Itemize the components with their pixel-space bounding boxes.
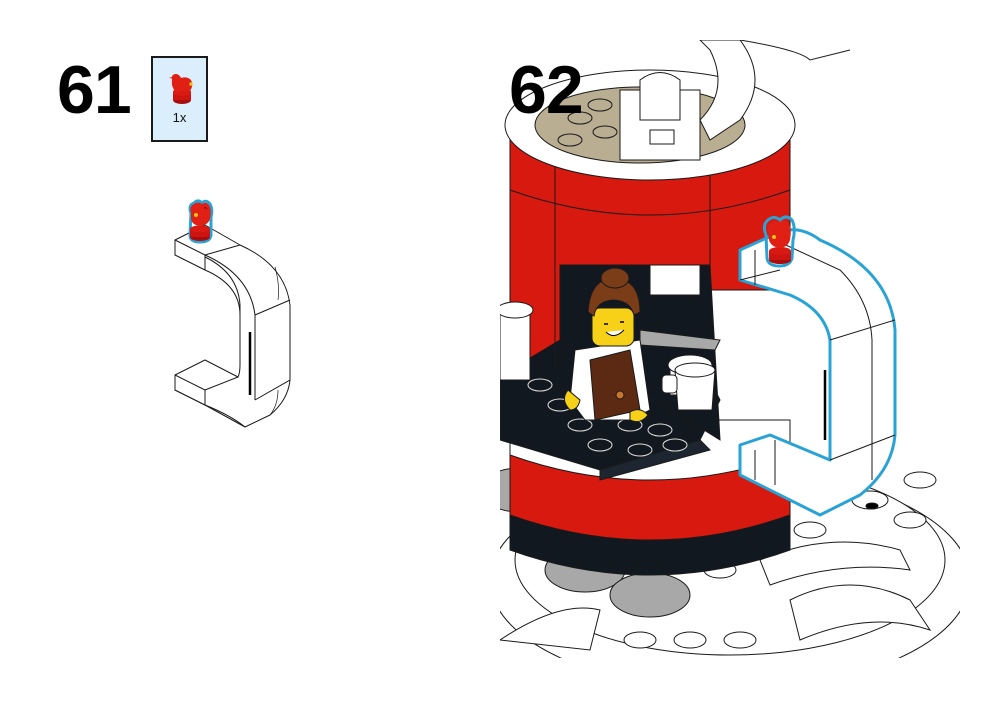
parts-list-callout: 1x xyxy=(151,56,208,142)
coffee-stand-model-icon xyxy=(500,40,960,658)
red-bird-piece-icon xyxy=(169,74,193,104)
red-bird-piece xyxy=(188,199,214,244)
step-number-61: 61 xyxy=(57,52,132,128)
attached-handle-assembly xyxy=(738,215,897,517)
handle-assembly-icon xyxy=(174,199,291,428)
step-number-62: 62 xyxy=(509,52,584,128)
part-quantity: 1x xyxy=(172,110,187,125)
step-62-assembly-illustration xyxy=(500,40,960,658)
barista-minifigure xyxy=(564,267,651,423)
step-61-assembly-illustration xyxy=(160,195,310,440)
